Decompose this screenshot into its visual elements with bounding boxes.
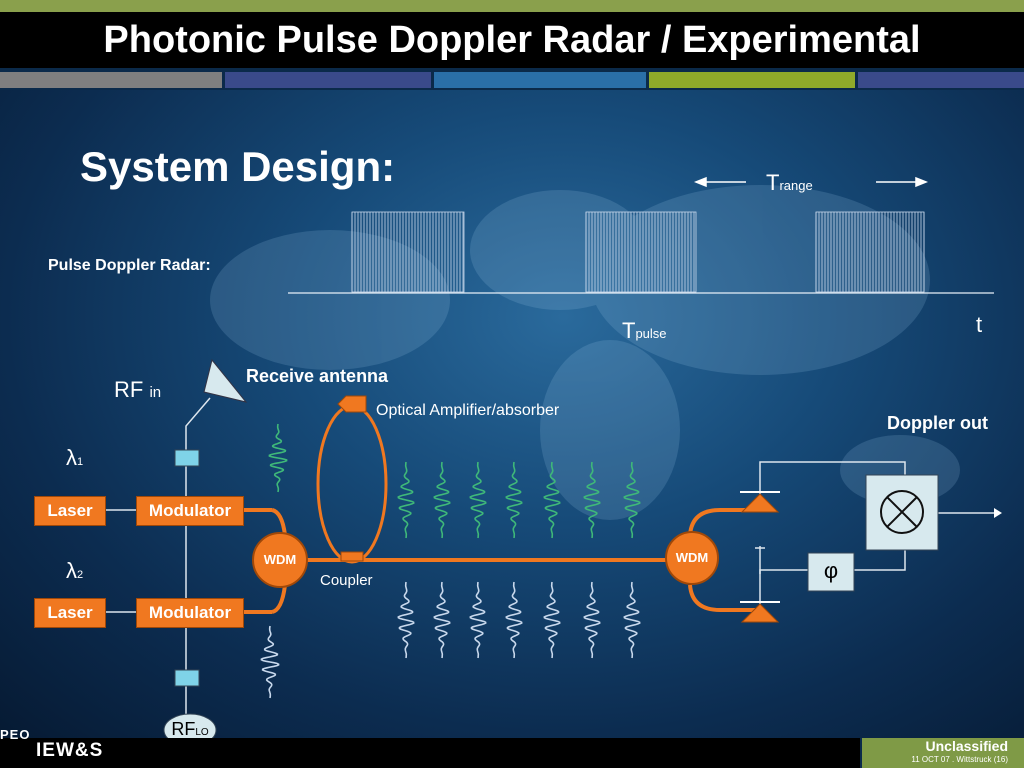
color-bar-navy-2	[858, 72, 1024, 88]
waveform-burst-10	[469, 581, 487, 659]
peo-logo-top: PEO	[0, 727, 31, 742]
world-map-texture	[210, 185, 960, 520]
rf-in-label: RF in	[114, 377, 162, 402]
doppler-out-arrow	[994, 508, 1002, 518]
classification-bar	[862, 738, 1024, 768]
lambda-1-label: λ1	[66, 445, 84, 470]
receive-antenna-icon	[203, 358, 248, 403]
waveform-burst-8	[397, 581, 415, 659]
phi-label: φ	[823, 558, 839, 583]
photodiode-bottom	[740, 601, 780, 623]
optical-amplifier	[337, 395, 367, 413]
waveform-burst-9	[433, 581, 451, 659]
waveform-burst-13	[583, 581, 601, 659]
top-accent-line	[0, 0, 1024, 12]
rf-lo-label: RFLO	[171, 719, 209, 739]
t-range-arrows	[693, 176, 929, 188]
modulator-1-box: Modulator	[136, 496, 244, 526]
waveform-burst-11	[505, 581, 523, 659]
waveform-burst-3	[469, 461, 487, 539]
t-range-label: Trange	[766, 170, 813, 195]
waveform-burst-1	[397, 461, 415, 539]
t-pulse-label: Tpulse	[622, 318, 667, 343]
pulse-2	[585, 211, 697, 293]
waveforms	[260, 423, 641, 699]
color-bar-blue	[434, 72, 646, 88]
rf-lines	[106, 397, 994, 716]
lambda-2-label: λ2	[66, 558, 84, 583]
wdm-left-circle	[252, 532, 308, 588]
waveform-burst-5	[543, 461, 561, 539]
rf-in-tap	[174, 449, 200, 467]
pulse-1	[351, 211, 465, 293]
iews-logo: IEW&S	[36, 740, 104, 761]
coupler-block	[340, 551, 364, 562]
classification-label: Unclassified	[925, 738, 1008, 754]
waveform-burst-14	[623, 581, 641, 659]
color-bar-green	[649, 72, 855, 88]
fiber-links	[244, 508, 760, 614]
section-heading: System Design:	[80, 143, 396, 190]
wdm-right-label: WDM	[675, 550, 709, 565]
waveform-burst-6	[583, 461, 601, 539]
waveform-burst-15	[260, 625, 280, 699]
mixer-icon	[880, 490, 924, 534]
waveform-burst-12	[543, 581, 561, 659]
time-axis-label: t	[976, 312, 983, 337]
slide-title: Photonic Pulse Doppler Radar / Experimen…	[103, 18, 921, 61]
wdm-right-circle	[665, 531, 719, 585]
color-bar-navy	[225, 72, 431, 88]
color-bar-gray	[0, 72, 222, 88]
doppler-out-label: Doppler out	[887, 413, 988, 433]
modulator-2-box: Modulator	[136, 598, 244, 628]
pulse-3	[815, 211, 925, 293]
phase-shifter-box	[807, 552, 855, 592]
laser-1-box: Laser	[34, 496, 106, 526]
rf-lo-tap	[174, 669, 200, 687]
waveform-burst-4	[505, 461, 523, 539]
fiber-loop	[316, 404, 388, 564]
photodiode-top	[740, 491, 780, 513]
coupler-label: Coupler	[320, 572, 373, 589]
waveform-burst-2	[433, 461, 451, 539]
optical-amplifier-label: Optical Amplifier/absorber	[376, 402, 560, 419]
pulse-train	[351, 211, 925, 293]
receive-antenna-label: Receive antenna	[246, 366, 389, 386]
pulse-radar-label: Pulse Doppler Radar:	[48, 257, 211, 274]
title-bar: Photonic Pulse Doppler Radar / Experimen…	[0, 12, 1024, 68]
footer-note: 11 OCT 07 . Wittstruck (16)	[911, 755, 1008, 764]
waveform-burst-7	[623, 461, 641, 539]
wdm-left-label: WDM	[263, 552, 297, 567]
footer-bar	[0, 738, 860, 768]
laser-2-box: Laser	[34, 598, 106, 628]
waveform-burst-0	[268, 423, 288, 493]
